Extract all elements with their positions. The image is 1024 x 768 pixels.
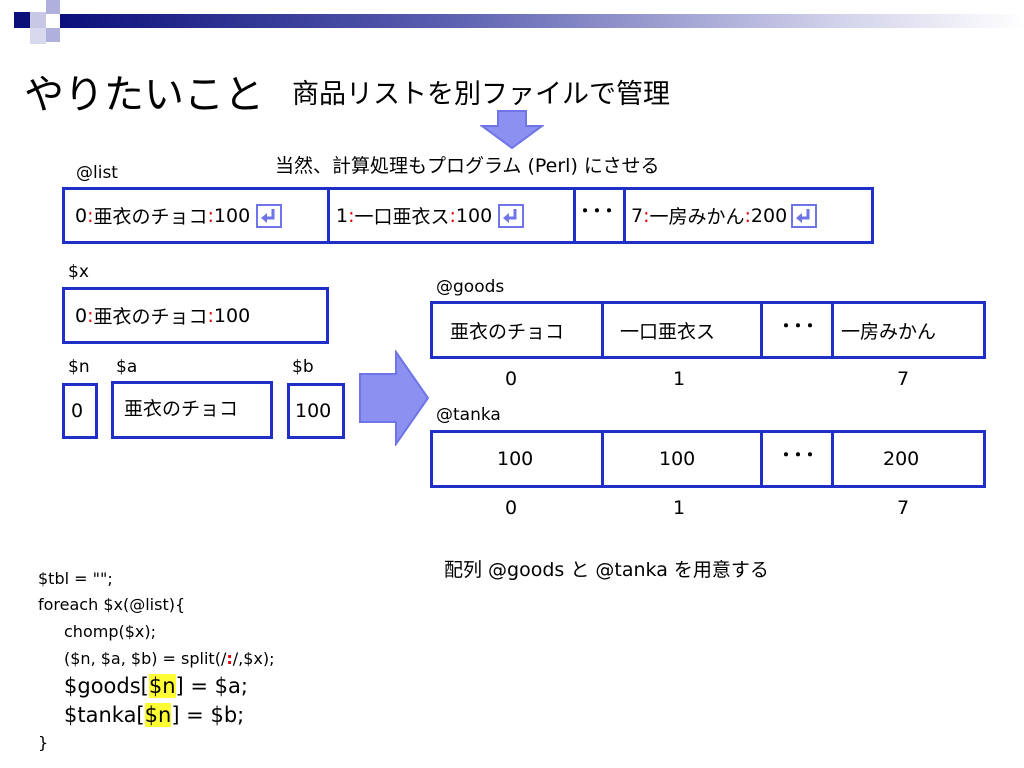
x-label: $x [68, 262, 89, 282]
tanka-ellipsis: ･･･ [781, 442, 817, 467]
tanka-index-7: 7 [896, 497, 910, 519]
n-label: $n [68, 357, 90, 377]
list-ellipsis: ･･･ [580, 199, 616, 223]
list-cell-7-index: 7 [631, 204, 644, 227]
list-cell-0-index: 0 [75, 204, 88, 227]
return-icon [498, 203, 525, 228]
tanka-cell-7: 200 [883, 448, 920, 470]
code-text: ] = $a; [175, 674, 248, 698]
goods-index-0: 0 [504, 368, 518, 390]
goods-ellipsis: ･･･ [781, 313, 817, 338]
goods-index-1: 1 [672, 368, 686, 390]
x-box: 0:亜衣のチョコ:100 [62, 287, 329, 344]
x-index: 0 [75, 304, 88, 327]
return-icon [256, 203, 283, 228]
tanka-label: @tanka [436, 405, 501, 425]
colon: : [449, 204, 456, 227]
a-box: 亜衣のチョコ [111, 381, 273, 439]
b-label: $b [292, 357, 314, 377]
list-label: @list [76, 163, 118, 183]
a-label: $a [116, 357, 138, 377]
n-value: 0 [71, 400, 84, 422]
colon: : [207, 304, 214, 327]
code-line: ($n, $a, $b) = split(/:/,$x); [64, 649, 275, 668]
list-cell-7: 7:一房みかん:200 [631, 190, 818, 241]
list-cell-7-price: 200 [750, 204, 788, 227]
list-cell-7-name: 一房みかん [649, 206, 745, 228]
highlighted-index: $n [148, 674, 176, 698]
page-title: やりたいこと [24, 72, 264, 118]
code-text: $tanka[ [64, 703, 145, 727]
colon: : [87, 304, 94, 327]
list-cell-1-index: 1 [336, 204, 349, 227]
a-value: 亜衣のチョコ [124, 397, 239, 420]
colon: : [207, 204, 214, 227]
code-line: } [38, 733, 49, 752]
corner-decoration [0, 0, 90, 60]
list-cell-0-name: 亜衣のチョコ [93, 206, 208, 228]
tanka-cell-1: 100 [659, 448, 696, 470]
x-value: 0:亜衣のチョコ:100 [75, 290, 250, 341]
tanka-index-0: 0 [504, 497, 518, 519]
code-line: $tanka[$n] = $b; [64, 703, 244, 727]
x-name: 亜衣のチョコ [93, 306, 208, 328]
tanka-index-1: 1 [672, 497, 686, 519]
list-array-box: 0:亜衣のチョコ:100 1:一口亜衣ス:100 ･･･ 7:一房みかん:200 [62, 187, 874, 244]
page-subtitle: 商品リストを別ファイルで管理 [292, 79, 670, 110]
list-cell-1-price: 100 [455, 204, 493, 227]
colon: : [643, 204, 650, 227]
highlighted-index: $n [144, 703, 172, 727]
goods-cell-0: 亜衣のチョコ [450, 320, 565, 343]
colon: : [348, 204, 355, 227]
code-text: /,$x); [232, 649, 275, 668]
b-value: 100 [295, 400, 332, 422]
code-text: ($n, $a, $b) = split(/ [64, 649, 227, 668]
colon: : [744, 204, 751, 227]
header-bar [60, 14, 1024, 28]
goods-label: @goods [436, 277, 505, 297]
code-colon: : [226, 649, 233, 668]
code-line: foreach $x(@list){ [38, 595, 186, 614]
colon: : [87, 204, 94, 227]
list-cell-0-price: 100 [213, 204, 251, 227]
goods-cell-7: 一房みかん [841, 320, 937, 343]
code-line: chomp($x); [64, 622, 156, 641]
step-caption: 当然、計算処理もプログラム (Perl) にさせる [275, 155, 660, 177]
goods-index-7: 7 [896, 368, 910, 390]
tanka-array-box: 100 100 ･･･ 200 [430, 430, 986, 488]
code-line: $goods[$n] = $a; [64, 674, 248, 698]
prepare-arrays-note: 配列 @goods と @tanka を用意する [444, 559, 769, 581]
code-text: ] = $b; [171, 703, 245, 727]
tanka-cell-0: 100 [497, 448, 534, 470]
list-cell-1: 1:一口亜衣ス:100 [336, 190, 525, 241]
x-price: 100 [213, 304, 251, 327]
goods-cell-1: 一口亜衣ス [620, 320, 716, 343]
n-box: 0 [62, 383, 98, 439]
down-arrow-icon [480, 110, 544, 150]
list-cell-1-name: 一口亜衣ス [354, 206, 450, 228]
right-arrow-icon [359, 350, 430, 446]
list-cell-0: 0:亜衣のチョコ:100 [75, 190, 283, 241]
code-text: $goods[ [64, 674, 149, 698]
goods-array-box: 亜衣のチョコ 一口亜衣ス ･･･ 一房みかん [430, 301, 986, 359]
return-icon [791, 203, 818, 228]
b-box: 100 [287, 383, 345, 439]
code-line: $tbl = ""; [38, 569, 113, 588]
